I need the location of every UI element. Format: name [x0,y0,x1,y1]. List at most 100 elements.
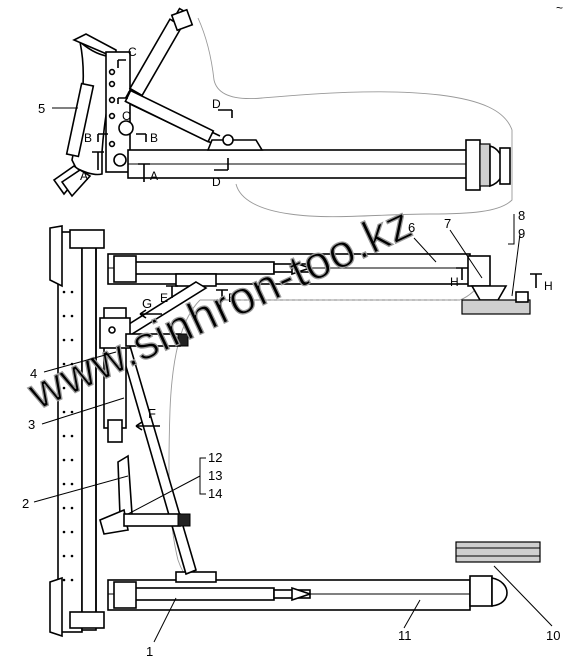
leader-12-14 [127,457,206,515]
leader-lines [33,107,553,643]
lower-trunnion-ball [491,577,508,607]
brace-strut-body [124,89,215,143]
section-c-top: C [128,45,137,59]
section-h-right: H [544,279,553,293]
bolt-hole-4 [108,112,116,120]
beam-mount-pin [222,134,234,146]
section-c-top-mark [117,59,126,68]
callout-9: 9 [518,226,525,241]
tilt-rod-upper-end [177,333,189,347]
upper-trunnion-base [461,299,531,315]
lower-trunnion-block [469,575,493,607]
section-g: G [142,296,152,311]
tilt-bracket-pin [108,326,116,334]
pivot-pin-a [113,153,127,167]
leader-7 [449,229,483,279]
bolt-hole-5 [108,140,116,148]
lower-tilt-yoke [99,508,129,535]
section-b-left-mark [97,133,108,142]
section-g-arrow [139,309,162,319]
beam-mount-side [206,139,264,151]
bolt-hole-3 [108,96,116,104]
blade-bolt-rows [62,290,74,582]
section-f-arrow [135,421,160,431]
trunnion-cap-side [499,147,511,185]
section-e-left-mark [166,285,178,298]
callout-8: 8 [518,208,525,223]
leader-8 [508,214,515,245]
blade-plan-edge [81,233,97,631]
section-f: F [148,406,156,421]
center-tilt-bracket [99,317,131,349]
blade-bottom-cap [49,576,63,638]
plan-view: E E G F H H [49,225,553,638]
blade-top-cap [49,225,63,288]
trunnion-plate-side [105,51,131,173]
blade-plan-face [57,231,83,633]
leader-9 [511,233,521,297]
cutting-edge-side-2 [60,169,92,198]
callout-12: 12 [208,450,222,465]
section-a-right: A [150,169,158,183]
section-e-right-mark [216,289,228,302]
blade-bottom-bracket [69,611,105,629]
callout-5: 5 [38,101,45,116]
section-h-right-mark [530,273,542,288]
leader-1 [153,597,177,643]
leader-10 [493,565,553,627]
section-d-top-mark [218,109,233,118]
upper-clevis [113,255,137,283]
lower-tilt-rod [123,513,181,527]
lower-trunnion-layers [456,547,540,557]
leader-11 [403,599,421,629]
pivot-pin-c [118,120,134,136]
part-5-brace [65,82,95,158]
callout-13: 13 [208,468,222,483]
tractor-outline-side [197,17,513,218]
leader-2 [33,475,129,503]
bolt-hole-1 [108,68,116,76]
side-view: A A B B C C D D [52,7,513,218]
section-a-left-mark [92,151,104,170]
upper-cylinder-tip [291,260,313,276]
section-a-left: A [80,169,88,183]
section-h-left: H [450,275,459,289]
lower-cylinder-tip [291,586,313,602]
section-a-right-mark [138,163,150,182]
lower-beam-mount [175,571,217,583]
lower-trunnion-base [455,541,541,563]
callout-3: 3 [28,417,35,432]
section-b-left: B [84,131,92,145]
callout-6: 6 [408,220,415,235]
section-d-bottom: D [212,175,221,189]
trunnion-hub-side [479,143,491,187]
leader-6 [413,237,437,263]
lower-tilt-arm [117,454,133,517]
leader-4 [43,351,117,373]
lower-tilt-rod-end [177,513,191,527]
callout-2: 2 [22,496,29,511]
upper-trunnion-bolt [515,291,529,303]
callout-7: 7 [444,216,451,231]
callout-14: 14 [208,486,222,501]
upper-trunnion-ball [470,285,508,301]
section-b-right: B [150,131,158,145]
callout-11: 11 [398,628,412,643]
blade-top-bracket [69,229,105,249]
lock-bracket [107,419,123,443]
bolt-hole-2 [108,80,116,88]
callout-10: 10 [546,628,560,643]
lower-clevis [113,581,137,609]
cylinder-top-end [170,8,194,32]
trunnion-flange-side [465,139,481,191]
upper-trunnion-block [467,255,491,287]
section-d-top: D [212,97,221,111]
section-e-left: E [160,291,168,305]
callout-4: 4 [30,366,37,381]
lower-cylinder-body [133,587,275,601]
section-c-mid: C [122,109,131,123]
section-b-right-mark [136,133,147,142]
section-e-right: E [228,291,236,305]
callout-1: 1 [146,644,153,659]
